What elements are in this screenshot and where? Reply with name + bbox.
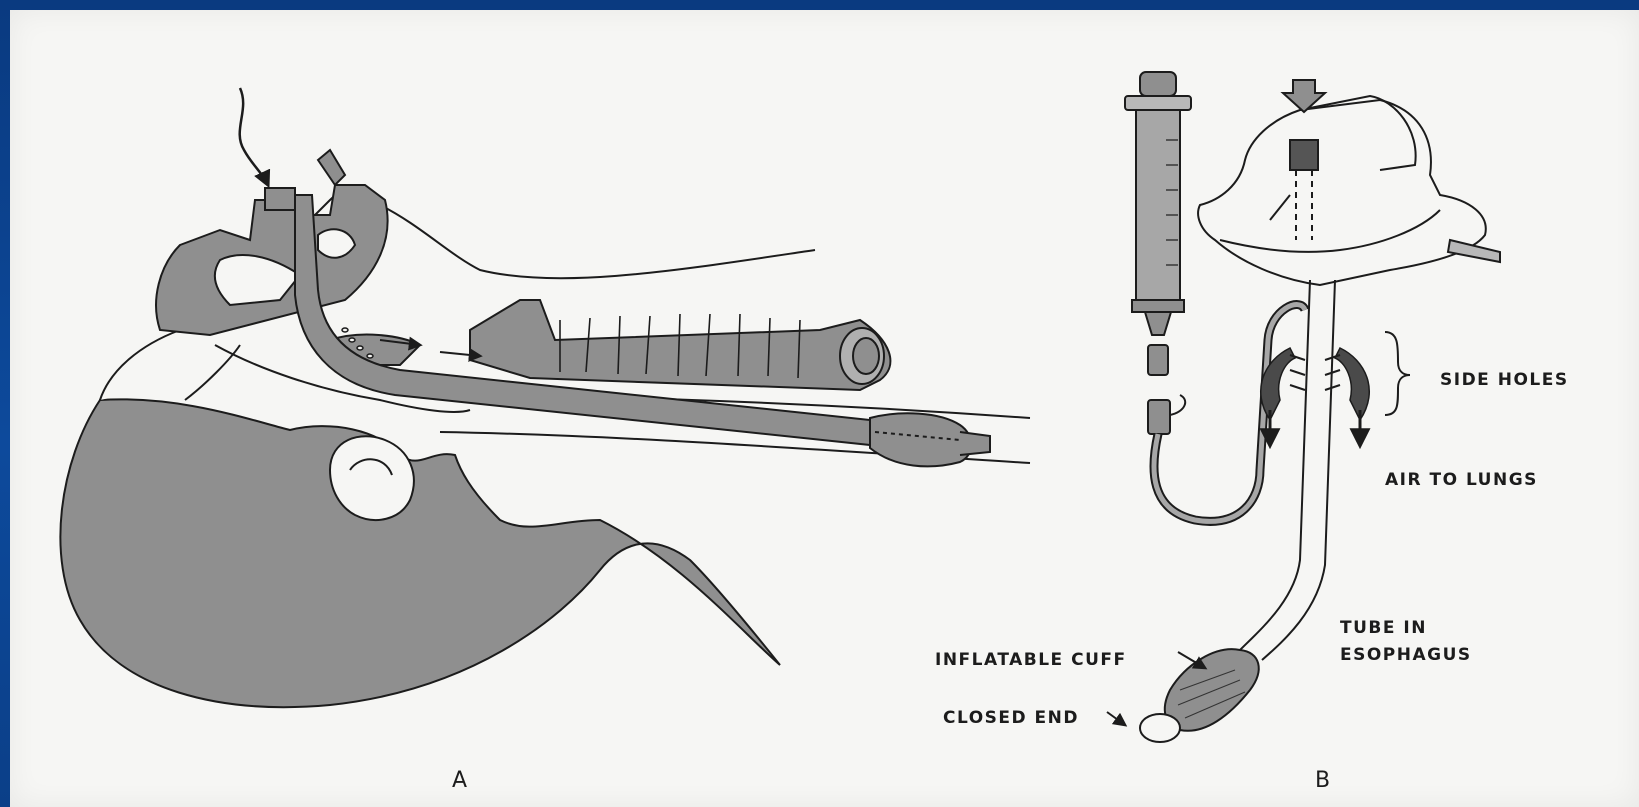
- side-holes: [1261, 348, 1370, 420]
- panel-label-b: B: [1315, 768, 1330, 793]
- panel-label-a: A: [452, 768, 467, 793]
- cuff-b: [1165, 649, 1259, 731]
- label-closed-end: CLOSED END: [943, 708, 1079, 728]
- syringe: [1125, 72, 1191, 434]
- tube-b: [1240, 280, 1310, 650]
- spine: [470, 300, 890, 390]
- panel-a-illustration: [60, 88, 1030, 707]
- head-hair: [60, 399, 780, 707]
- label-side-holes: SIDE HOLES: [1440, 370, 1569, 390]
- label-inflatable-cuff: INFLATABLE CUFF: [935, 650, 1127, 670]
- label-tube-in-esophagus-line-1: TUBE IN: [1340, 615, 1472, 642]
- label-tube-in-esophagus: TUBE IN ESOPHAGUS: [1340, 615, 1472, 669]
- closed-end: [1140, 714, 1180, 742]
- label-air-to-lungs: AIR TO LUNGS: [1385, 470, 1538, 490]
- wavy-arrow-a: [240, 88, 268, 185]
- label-tube-in-esophagus-line-2: ESOPHAGUS: [1340, 642, 1472, 669]
- face-mask: [1198, 100, 1486, 285]
